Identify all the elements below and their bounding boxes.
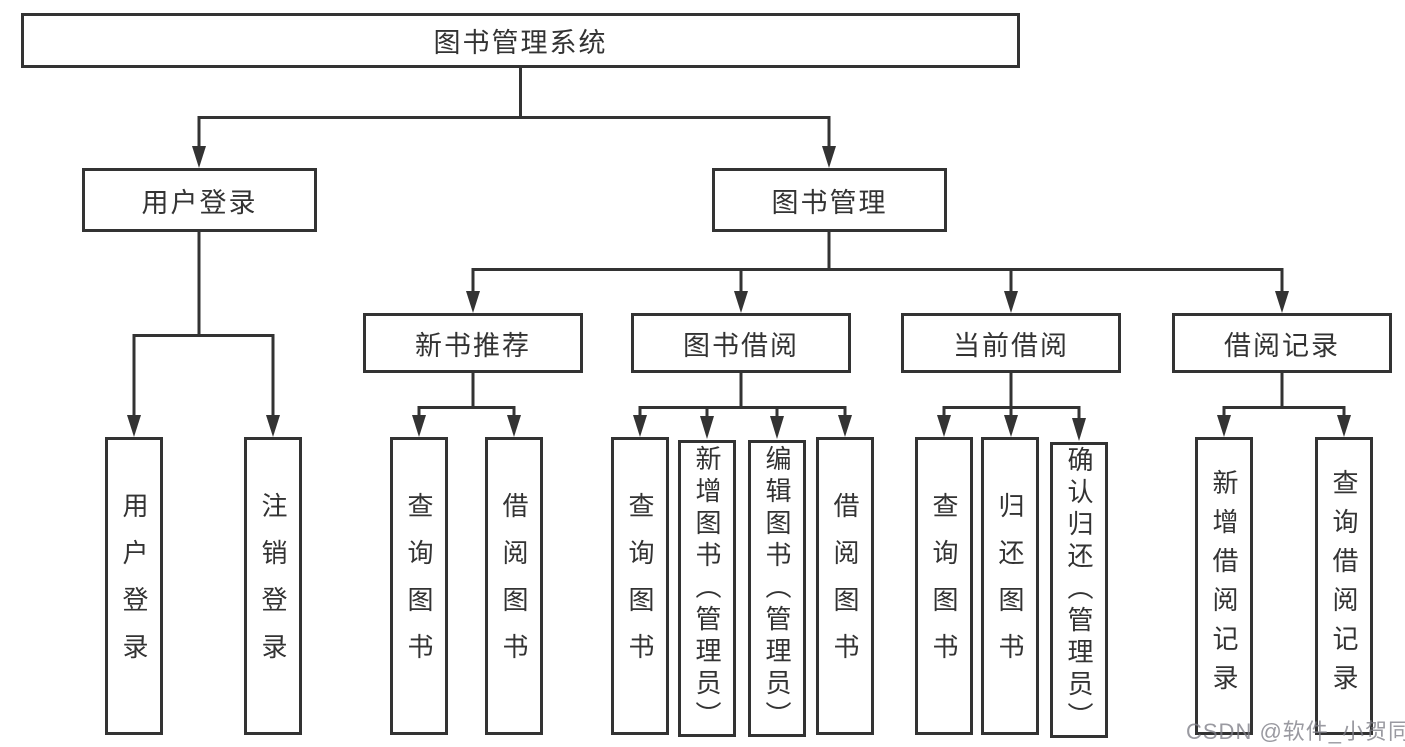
node-user-login: 用户登录: [82, 168, 317, 232]
arrowhead-bb-leaf-3: [770, 416, 784, 439]
leaf-bb-add-book-admin-label: 新增图书（管理员）: [692, 444, 722, 733]
leaf-bb-borrow-book-label: 借阅图书: [830, 492, 860, 680]
node-book-management-label: 图书管理: [771, 187, 888, 218]
arrowhead-to-user-login: [192, 146, 206, 168]
leaf-br-query-record-label: 查询借阅记录: [1329, 469, 1359, 703]
node-user-login-label: 用户登录: [141, 187, 258, 218]
leaf-bb-query-book-label: 查询图书: [625, 492, 655, 680]
leaf-nb-query-book-label: 查询图书: [404, 492, 434, 680]
leaf-br-add-record-label: 新增借阅记录: [1209, 469, 1239, 703]
node-new-book-recommend: 新书推荐: [363, 313, 583, 373]
connector-root-trunk: [197, 68, 831, 148]
connector-book-borrow-branch: [638, 373, 847, 417]
leaf-cb-return-book-label: 归还图书: [995, 492, 1025, 680]
arrowhead-nb-leaf-1: [412, 415, 426, 437]
arrowhead-to-leaf-login: [127, 415, 141, 437]
leaf-nb-borrow-book-label: 借阅图书: [499, 492, 529, 680]
leaf-logout: 注销登录: [244, 437, 302, 735]
node-book-borrow-label: 图书借阅: [683, 330, 799, 361]
node-current-borrow-label: 当前借阅: [953, 330, 1069, 361]
node-borrow-record-label: 借阅记录: [1224, 330, 1340, 361]
leaf-cb-confirm-return-admin-label: 确认归还（管理员）: [1064, 446, 1094, 734]
leaf-cb-query-book-label: 查询图书: [929, 492, 959, 680]
leaf-cb-return-book: 归还图书: [981, 437, 1039, 735]
node-borrow-record: 借阅记录: [1172, 313, 1392, 373]
arrowhead-bb-leaf-2: [700, 416, 714, 439]
leaf-nb-borrow-book: 借阅图书: [485, 437, 543, 735]
arrowhead-bb-leaf-4: [838, 415, 852, 437]
leaf-bb-add-book-admin: 新增图书（管理员）: [678, 440, 736, 737]
node-root-label: 图书管理系统: [433, 28, 608, 58]
arrowhead-cb-leaf-3: [1072, 418, 1086, 441]
leaf-bb-edit-book-admin-label: 编辑图书（管理员）: [762, 444, 792, 733]
arrowhead-br-leaf-1: [1217, 415, 1231, 437]
csdn-watermark: CSDN @软件_小贺同学: [1186, 719, 1405, 744]
node-root-system: 图书管理系统: [21, 13, 1020, 68]
arrowhead-br-leaf-2: [1337, 415, 1351, 437]
arrowhead-cb-leaf-2: [1004, 415, 1018, 437]
connector-current-borrow-branch: [942, 373, 1081, 419]
arrowhead-bb-leaf-1: [633, 415, 647, 437]
leaf-bb-query-book: 查询图书: [611, 437, 669, 735]
arrowhead-to-new-book: [466, 291, 480, 313]
leaf-logout-label: 注销登录: [258, 492, 288, 680]
leaf-nb-query-book: 查询图书: [390, 437, 448, 735]
arrowhead-to-leaf-logout: [266, 415, 280, 437]
connector-user-login-branch: [132, 232, 275, 417]
arrowhead-to-borrow-record: [1275, 291, 1289, 313]
leaf-bb-edit-book-admin: 编辑图书（管理员）: [748, 440, 806, 737]
connector-new-book-branch: [417, 373, 516, 417]
leaf-cb-query-book: 查询图书: [915, 437, 973, 735]
node-book-management: 图书管理: [712, 168, 947, 232]
arrowhead-to-book-mgmt: [822, 146, 836, 168]
leaf-br-query-record: 查询借阅记录: [1315, 437, 1373, 735]
arrowhead-cb-leaf-1: [937, 415, 951, 437]
leaf-br-add-record: 新增借阅记录: [1195, 437, 1253, 735]
connector-book-mgmt-branch: [471, 232, 1284, 293]
connector-borrow-record-branch: [1222, 373, 1346, 417]
leaf-bb-borrow-book: 借阅图书: [816, 437, 874, 735]
node-new-book-recommend-label: 新书推荐: [415, 330, 531, 361]
arrowhead-to-current-borrow: [1004, 291, 1018, 313]
arrowhead-nb-leaf-2: [507, 415, 521, 437]
arrowhead-to-book-borrow: [734, 291, 748, 313]
leaf-user-login: 用户登录: [105, 437, 163, 735]
leaf-user-login-label: 用户登录: [119, 492, 149, 680]
node-current-borrow: 当前借阅: [901, 313, 1121, 373]
leaf-cb-confirm-return-admin: 确认归还（管理员）: [1050, 442, 1108, 738]
node-book-borrow: 图书借阅: [631, 313, 851, 373]
